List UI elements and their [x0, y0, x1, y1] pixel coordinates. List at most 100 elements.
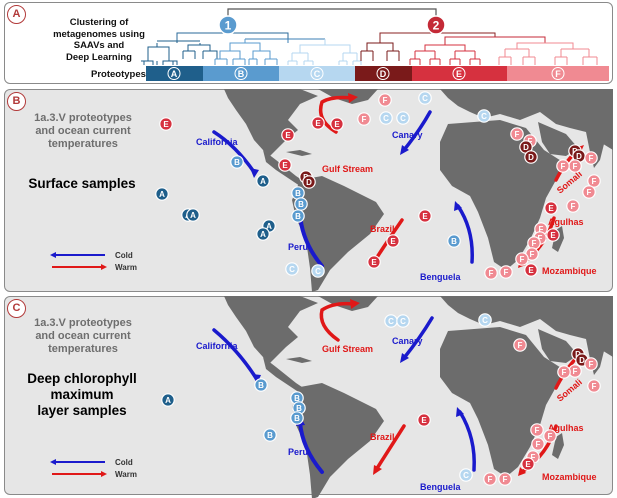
surface-sample-marker: F	[484, 266, 498, 280]
surface-sample-marker: B	[447, 234, 461, 248]
canary-current-c	[402, 316, 434, 360]
surface-sample-marker: F	[556, 159, 570, 173]
canary-current	[402, 110, 432, 152]
dcm-sample-marker: E	[521, 457, 535, 471]
surface-sample-label: B	[295, 212, 301, 221]
surface-sample-label: C	[315, 267, 321, 276]
benguela-current	[456, 204, 474, 264]
surface-sample-marker: C	[477, 109, 491, 123]
proteotype-f: F	[555, 69, 561, 79]
surface-sample-marker: F	[527, 236, 541, 250]
surface-sample-label: A	[266, 222, 272, 231]
legend-cold-label-c: Cold	[115, 458, 133, 467]
proteotypes-label: Proteotypes	[91, 69, 146, 80]
benguela-label-c: Benguela	[420, 482, 462, 492]
surface-sample-label: D	[576, 152, 582, 161]
surface-sample-marker: D	[302, 175, 316, 189]
legend-warm-label-c: Warm	[115, 470, 137, 479]
panel-c-label: C	[7, 299, 26, 318]
surface-sample-marker: F	[499, 265, 513, 279]
proteotype-e: E	[456, 69, 462, 79]
dcm-sample-label: F	[548, 432, 553, 441]
dcm-sample-label: C	[400, 317, 406, 326]
surface-sample-label: F	[520, 255, 525, 264]
surface-sample-label: E	[390, 237, 396, 246]
canary-label: Canary	[392, 130, 423, 140]
panel-a-label: A	[7, 5, 26, 24]
surface-sample-label: F	[530, 250, 535, 259]
dcm-sample-label: F	[535, 426, 540, 435]
current-labels-dcm: California Gulf Stream Canary Peru Brazi…	[196, 336, 597, 492]
canary-label-c: Canary	[392, 336, 423, 346]
surface-sample-label: D	[528, 153, 534, 162]
proteotype-d: D	[380, 69, 387, 79]
dcm-sample-marker: C	[459, 468, 473, 482]
dcm-sample-label: B	[294, 394, 300, 403]
surface-sample-marker: E	[418, 209, 432, 223]
dcm-sample-label: C	[388, 317, 394, 326]
surface-sample-marker: E	[311, 116, 325, 130]
surface-sample-label: B	[295, 189, 301, 198]
surface-sample-marker: F	[357, 112, 371, 126]
surface-sample-label: E	[285, 131, 291, 140]
dcm-sample-label: F	[518, 341, 523, 350]
surface-sample-label: C	[400, 114, 406, 123]
surface-sample-marker: B	[291, 209, 305, 223]
node-1-label: 1	[225, 19, 232, 33]
dcm-sample-label: D	[579, 356, 585, 365]
surface-sample-marker: E	[278, 158, 292, 172]
dcm-sample-marker: F	[530, 423, 544, 437]
dcm-sample-marker: E	[417, 413, 431, 427]
proteotype-bar: A B C D E F	[146, 66, 609, 81]
surface-sample-marker: A	[155, 187, 169, 201]
surface-sample-label: D	[523, 143, 529, 152]
dcm-sample-label: F	[503, 475, 508, 484]
peru-current-c	[298, 420, 324, 474]
surface-sample-marker: A	[186, 208, 200, 222]
panel-b-subtitle: Surface samples	[28, 176, 136, 191]
dcm-sample-label: F	[536, 440, 541, 449]
dcm-sample-label: C	[482, 316, 488, 325]
surface-sample-label: C	[383, 114, 389, 123]
surface-sample-label: E	[371, 258, 377, 267]
surface-sample-label: F	[587, 188, 592, 197]
dcm-sample-label: B	[294, 414, 300, 423]
landmass-surface	[224, 89, 613, 292]
gulf-stream-label: Gulf Stream	[322, 164, 373, 174]
surface-sample-label: A	[260, 230, 266, 239]
dcm-sample-label: C	[463, 471, 469, 480]
surface-sample-label: C	[481, 112, 487, 121]
legend-warm-label: Warm	[115, 263, 137, 272]
surface-sample-label: F	[489, 269, 494, 278]
surface-sample-label: F	[571, 202, 576, 211]
brazil-label-c: Brazil	[370, 432, 395, 442]
surface-sample-marker: E	[159, 117, 173, 131]
benguela-current-c	[458, 410, 476, 472]
brazil-current-c	[374, 424, 406, 472]
california-current-c	[212, 328, 258, 380]
legend-arrows-surface	[50, 252, 107, 270]
dcm-sample-label: F	[592, 382, 597, 391]
surface-sample-marker: F	[566, 199, 580, 213]
surface-sample-label: B	[234, 158, 240, 167]
dcm-sample-marker: F	[587, 379, 601, 393]
clustering-description: Clustering of metagenomes using SAAVs an…	[53, 17, 145, 63]
dcm-sample-marker: C	[384, 314, 398, 328]
surface-sample-marker: E	[546, 228, 560, 242]
agulhas-label-c: Agulhas	[548, 423, 584, 433]
california-label: California	[196, 137, 239, 147]
node-2-circle	[426, 15, 446, 35]
panel-c-subtitle: Deep chlorophyll maximum layer samples	[27, 371, 137, 418]
dcm-sample-marker: A	[161, 393, 175, 407]
dcm-sample-label: F	[573, 367, 578, 376]
surface-sample-label: F	[561, 162, 566, 171]
dcm-sample-label: A	[165, 396, 171, 405]
surface-sample-label: F	[573, 162, 578, 171]
surface-sample-marker: E	[367, 255, 381, 269]
surface-sample-marker: E	[330, 117, 344, 131]
surface-sample-label: E	[528, 266, 534, 275]
surface-sample-label: C	[289, 265, 295, 274]
proteotype-c: C	[314, 69, 321, 79]
dcm-sample-label: F	[531, 453, 536, 462]
